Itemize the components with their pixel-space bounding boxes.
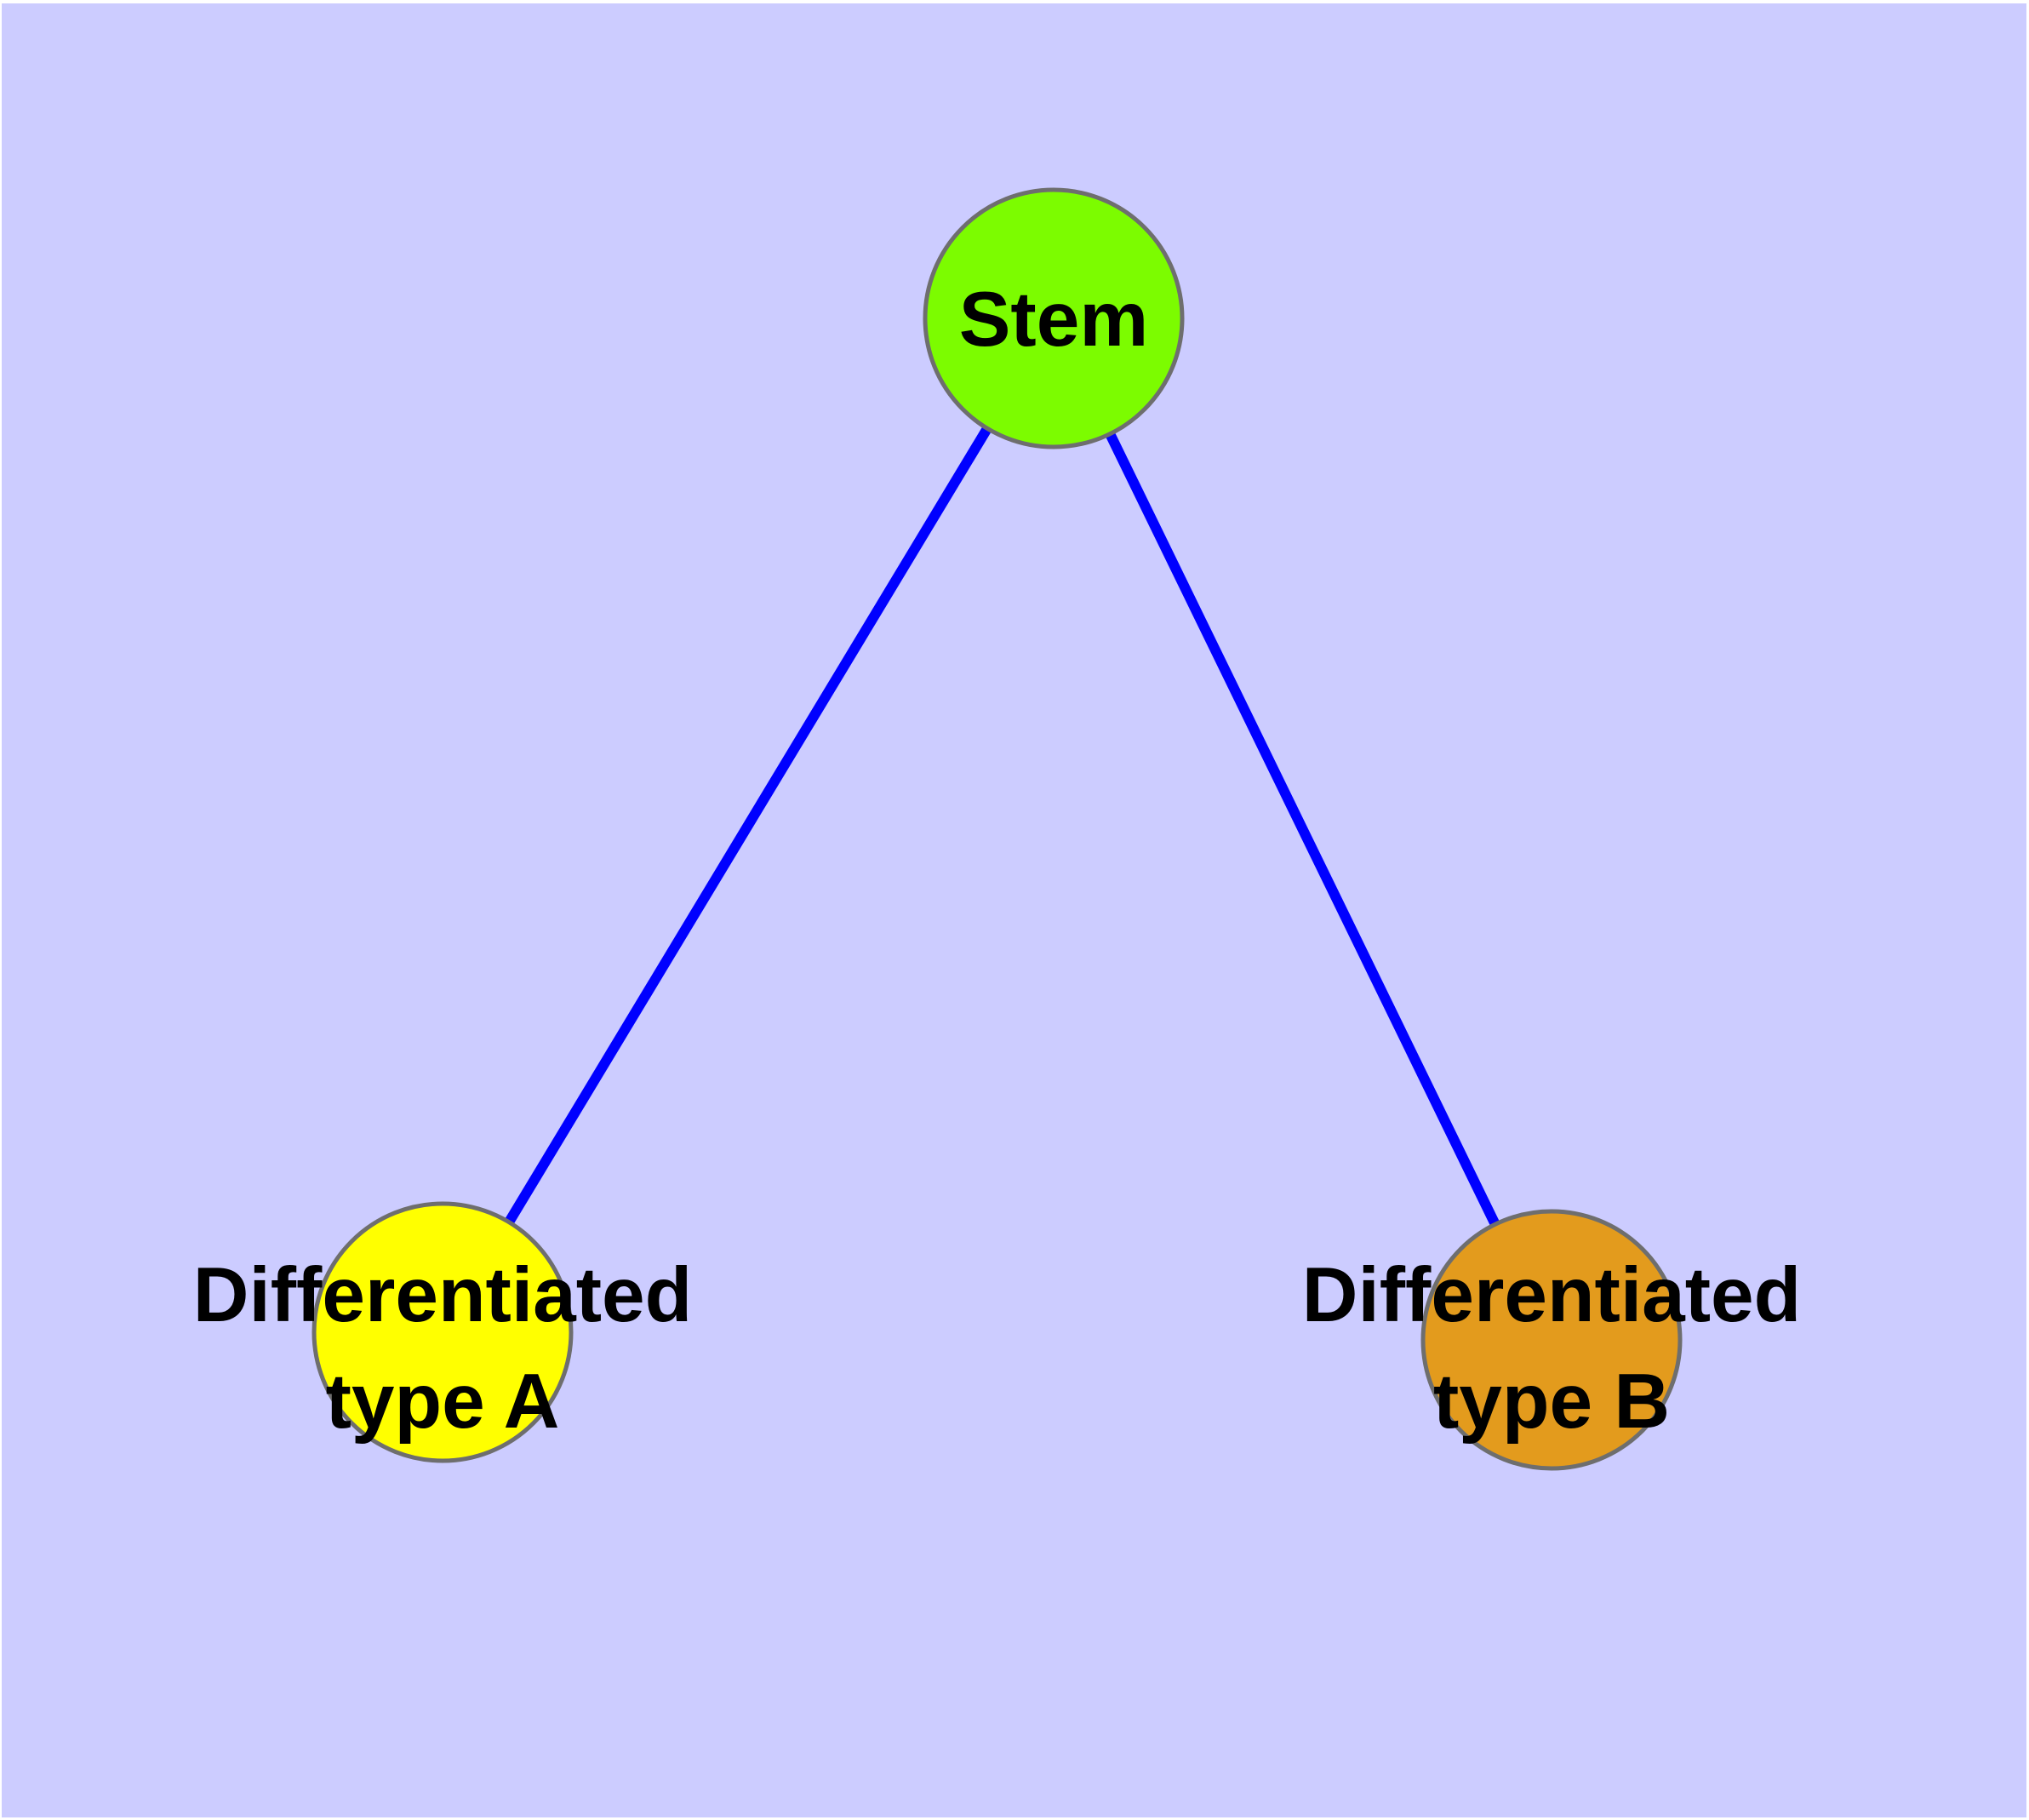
differentiated-type-a-label-line1: Differentiated: [193, 1252, 693, 1338]
differentiated-type-b-label-line1: Differentiated: [1302, 1252, 1802, 1338]
differentiated-type-b-label-line2: type B: [1433, 1359, 1670, 1445]
stem-node: [923, 187, 1185, 449]
differentiated-type-b-node: [1420, 1209, 1683, 1471]
stem-node-label: Stem: [959, 277, 1149, 363]
differentiated-type-a-node: [311, 1201, 574, 1463]
edge-stem-to-type-a: [437, 315, 1059, 1336]
edge-stem-to-type-b: [1049, 316, 1557, 1342]
differentiated-type-a-label-line2: type A: [326, 1359, 560, 1445]
